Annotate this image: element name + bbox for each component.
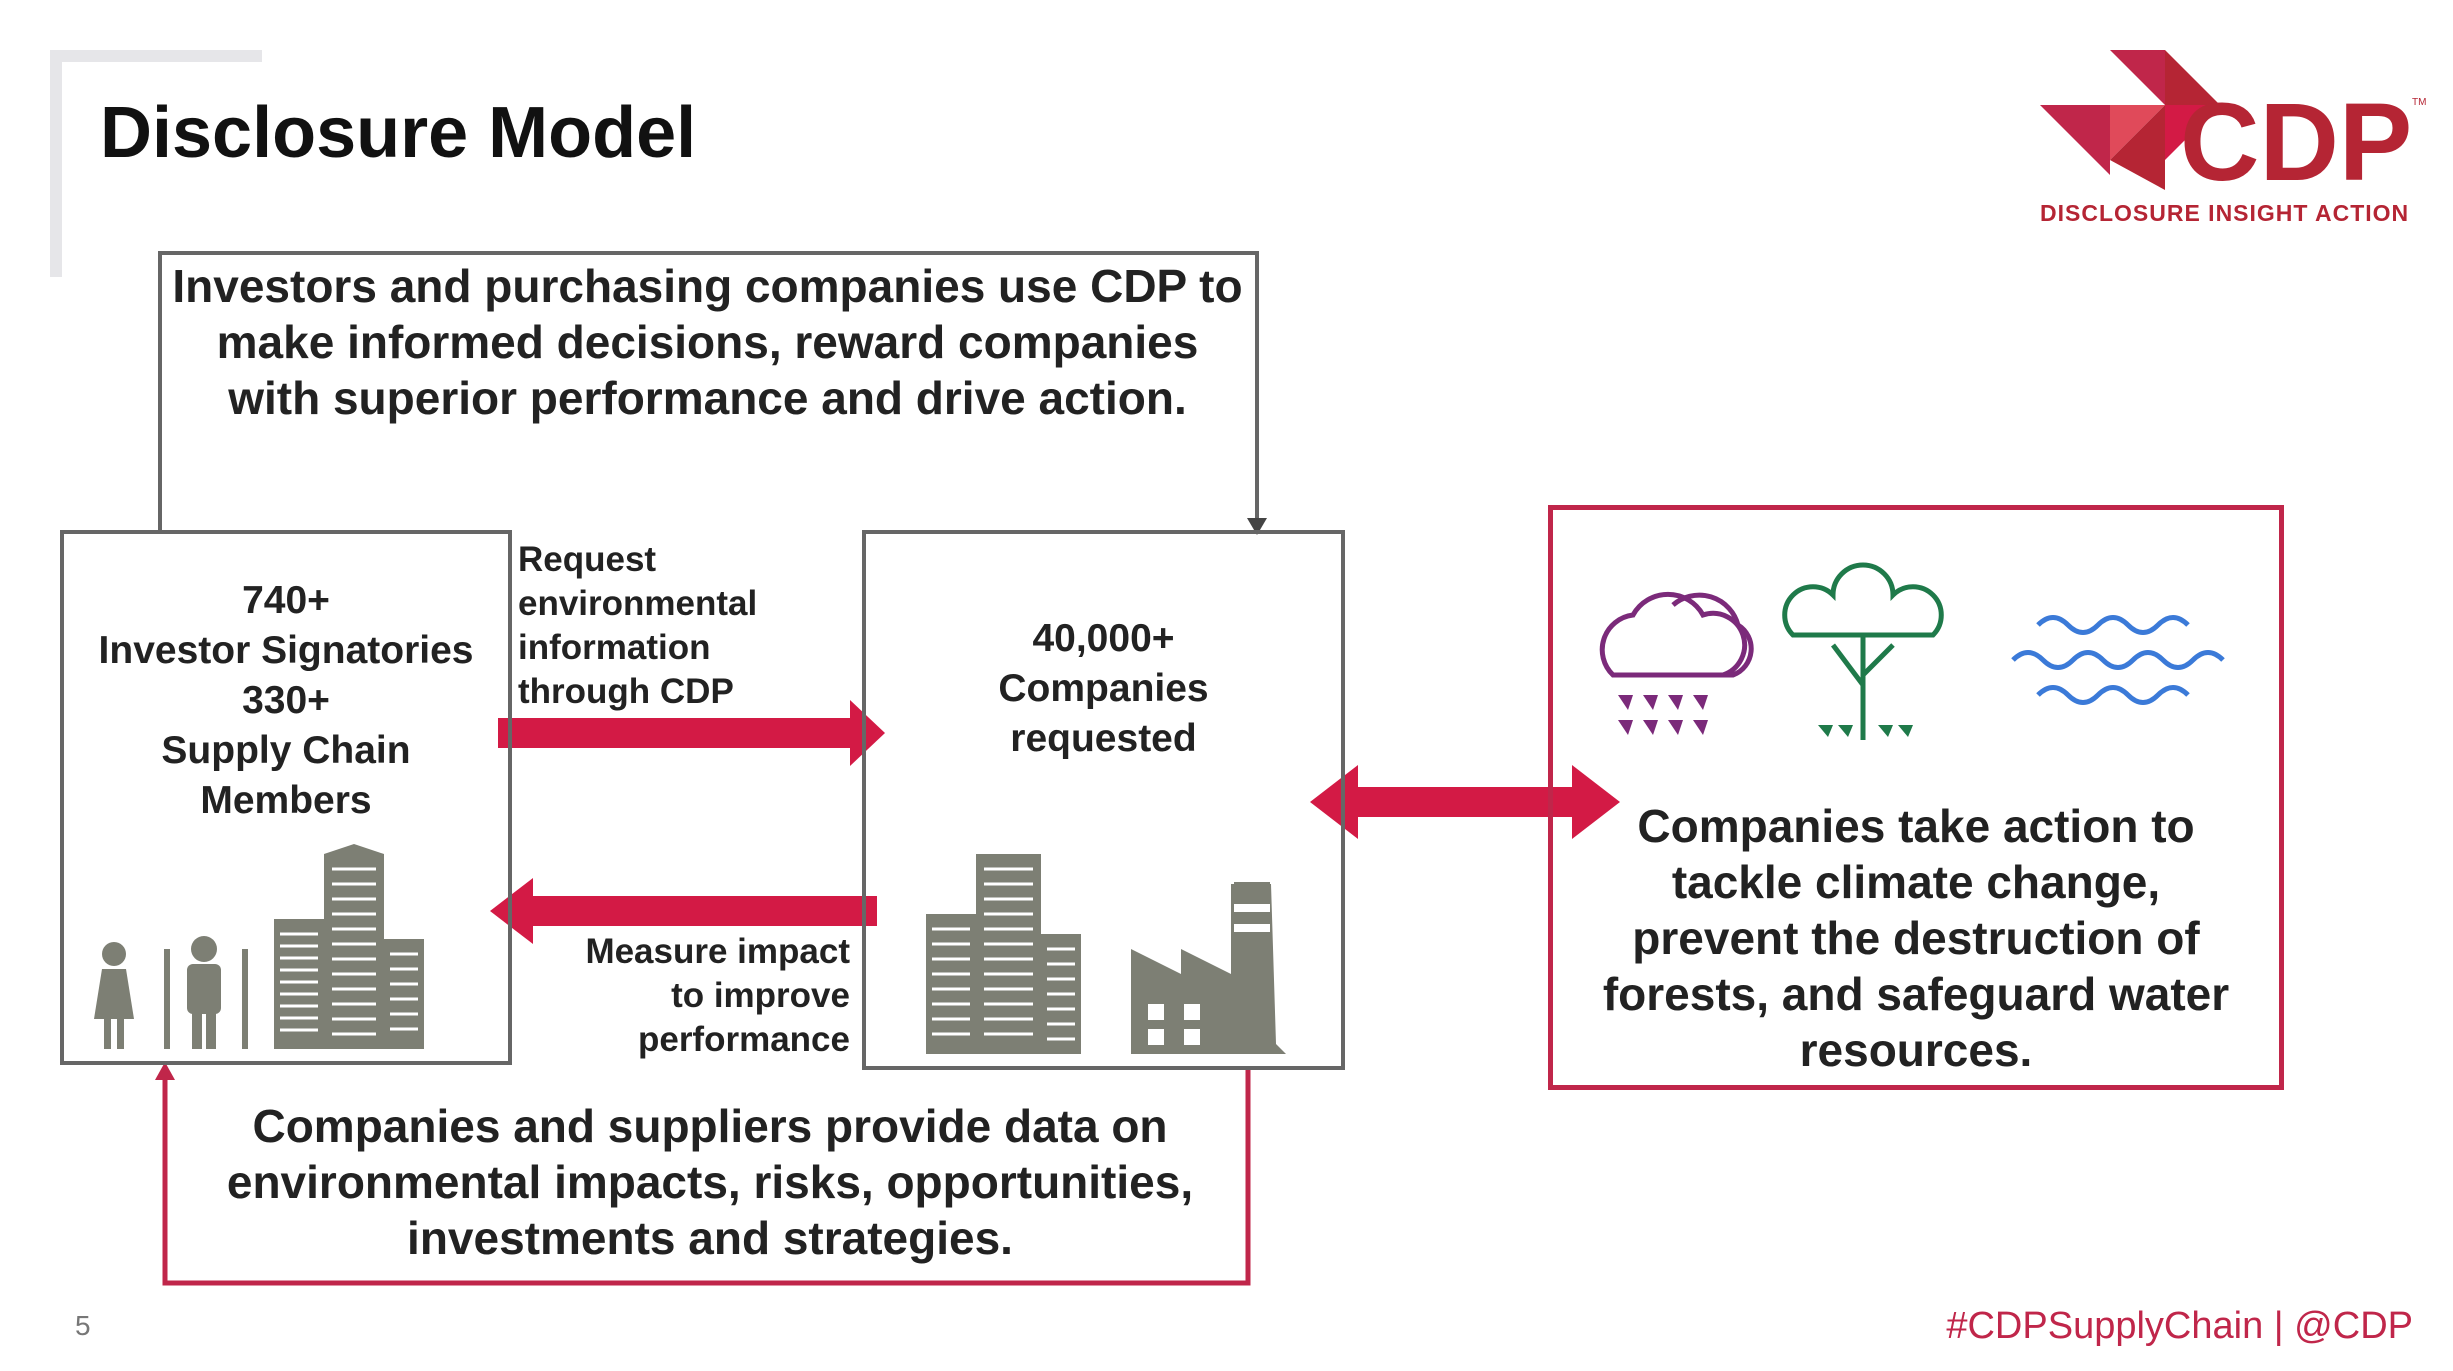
logo-tagline: DISCLOSURE INSIGHT ACTION: [2040, 200, 2410, 226]
bottom-feedback-line: [162, 1070, 1251, 1286]
supply-chain-label: Supply Chain: [161, 729, 411, 772]
logo-trademark: TM: [2412, 97, 2426, 108]
logo-triangle: [2110, 105, 2165, 190]
request-arrow-head: [850, 700, 885, 766]
companies-box: 40,000+ Companies requested: [862, 530, 1345, 1070]
factory-icon: [1131, 882, 1286, 1054]
cdp-logo: CDP TM: [2040, 50, 2426, 204]
top-feedback-line: [158, 251, 1259, 530]
logo-triangle: [2165, 105, 2220, 160]
people-icon: [94, 936, 248, 1049]
logo-triangle: [2040, 105, 2110, 175]
investor-label: Investor Signatories: [98, 629, 474, 672]
environment-icons: [1599, 562, 2225, 740]
corner-bracket: [50, 50, 262, 277]
arrowhead-up: [155, 1062, 175, 1080]
companies-label: Companies: [998, 667, 1209, 710]
request-label-line: Request: [518, 540, 657, 579]
measure-label-line: to improve: [671, 976, 850, 1015]
top-box-text: Investors and purchasing companies use C…: [172, 260, 1243, 424]
request-label-line: through CDP: [518, 672, 734, 711]
logo-triangle: [2110, 50, 2165, 105]
footer-hashtag: #CDPSupplyChain | @CDP: [1946, 1305, 2413, 1347]
action-box-text: Companies take action to tackle climate …: [1602, 800, 2230, 1076]
tree-icon: [1782, 562, 1944, 740]
companies-label-2: requested: [1010, 717, 1197, 760]
arrowhead-down: [1247, 518, 1267, 535]
request-label-line: information: [518, 628, 711, 667]
page-title: Disclosure Model: [100, 93, 697, 173]
supply-chain-count: 330+: [242, 679, 330, 722]
double-arrow-head-left: [1310, 765, 1358, 839]
measure-label-line: Measure impact: [585, 932, 850, 971]
investor-box: 740+ Investor Signatories 330+ Supply Ch…: [60, 530, 512, 1065]
companies-count: 40,000+: [1032, 617, 1175, 660]
measure-label-line: performance: [637, 1020, 850, 1059]
request-label-line: environmental: [518, 584, 758, 623]
rain-cloud-icon: [1599, 591, 1754, 735]
action-box: Companies take action to tackle climate …: [1548, 505, 2284, 1090]
supply-chain-label-2: Members: [200, 779, 372, 822]
companies-icons: [926, 854, 1286, 1054]
people-buildings-icon: [94, 844, 424, 1049]
logo-triangle: [2165, 50, 2220, 105]
logo-wordmark: CDP: [2180, 81, 2412, 204]
request-label: Request environmental information throug…: [518, 538, 757, 714]
water-waves-icon: [2011, 615, 2225, 705]
double-arrow-shaft: [1350, 787, 1580, 817]
office-buildings-icon: [274, 844, 424, 1049]
measure-label: Measure impact to improve performance: [520, 930, 850, 1062]
investor-count: 740+: [242, 579, 330, 622]
request-arrow-shaft: [498, 718, 858, 748]
bottom-box-text: Companies and suppliers provide data on …: [226, 1100, 1194, 1264]
measure-arrow-shaft: [525, 896, 877, 926]
page-number: 5: [75, 1310, 91, 1341]
double-arrow-head-right: [1572, 765, 1620, 839]
office-buildings-icon: [926, 854, 1081, 1054]
